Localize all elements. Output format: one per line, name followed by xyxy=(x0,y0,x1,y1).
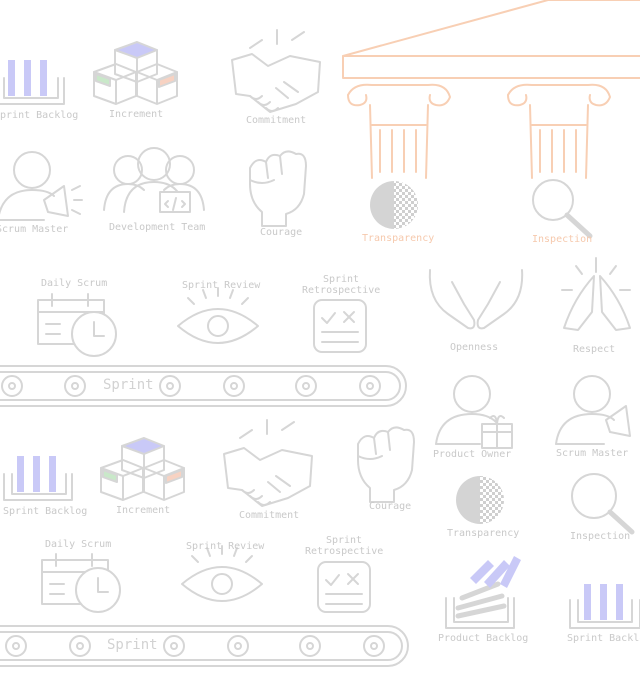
label-product-backlog: Product Backlog xyxy=(438,633,529,644)
label-courage: Courage xyxy=(260,227,303,238)
sprint-backlog-icon xyxy=(569,599,640,629)
increment-icon xyxy=(100,437,185,501)
retrospective-board-icon xyxy=(313,299,367,353)
open-hands-icon xyxy=(428,269,524,330)
label-respect: Respect xyxy=(573,344,616,355)
label-openness: Openness xyxy=(450,342,499,353)
label-increment: Increment xyxy=(116,505,171,516)
label-sprint: Sprint xyxy=(107,637,158,653)
label-sprint: Sprint xyxy=(103,377,154,393)
product-backlog-icon xyxy=(445,581,515,629)
label-scrum-master: Scrum Master xyxy=(556,448,629,459)
label-daily-scrum: Daily Scrum xyxy=(45,539,112,550)
praying-hands-icon xyxy=(561,257,631,331)
sprint-belt-icon xyxy=(0,365,407,407)
magnifier-icon xyxy=(532,179,593,239)
pillar-temple-icon xyxy=(342,0,640,179)
daily-scrum-icon xyxy=(41,553,121,613)
label-transparency: Transparency xyxy=(447,528,520,539)
daily-scrum-icon xyxy=(37,293,117,357)
label-daily-scrum: Daily Scrum xyxy=(41,278,108,289)
magnifier-icon xyxy=(571,473,635,535)
label-sprint-retrospective: Sprint Retrospective xyxy=(305,535,384,557)
label-inspection: Inspection xyxy=(570,531,631,542)
label-sprint-review: Sprint Review xyxy=(186,541,265,552)
label-commitment: Commitment xyxy=(246,115,307,126)
product-owner-icon xyxy=(435,375,513,449)
label-sprint-retrospective: Sprint Retrospective xyxy=(302,274,381,296)
sprint-backlog-icon xyxy=(3,473,73,501)
transparency-icon xyxy=(370,181,418,229)
label-sprint-backlog: Sprint Backlog xyxy=(0,110,79,121)
handshake-icon xyxy=(223,419,313,507)
label-sprint-backlog: Sprint Backlog xyxy=(567,633,640,644)
sprint-belt-icon xyxy=(0,625,409,667)
label-transparency: Transparency xyxy=(362,233,435,244)
eye-icon xyxy=(181,545,263,602)
label-product-owner: Product Owner xyxy=(433,449,512,460)
eye-icon xyxy=(177,287,259,344)
development-team-icon xyxy=(103,147,205,213)
label-increment: Increment xyxy=(109,109,164,120)
label-inspection: Inspection xyxy=(532,234,593,245)
fist-icon xyxy=(357,426,415,503)
label-commitment: Commitment xyxy=(239,510,300,521)
label-scrum-master: Scrum Master xyxy=(0,224,69,235)
sprint-backlog-icon xyxy=(0,77,65,105)
label-sprint-review: Sprint Review xyxy=(182,280,261,291)
fist-icon xyxy=(249,150,307,227)
label-development-team: Development Team xyxy=(109,222,206,233)
scrum-master-icon xyxy=(0,151,83,221)
transparency-icon xyxy=(456,476,504,524)
handshake-icon xyxy=(231,29,321,113)
label-courage: Courage xyxy=(369,501,412,512)
increment-icon xyxy=(93,41,178,105)
scrum-master-icon xyxy=(555,375,631,445)
label-sprint-backlog: Sprint Backlog xyxy=(3,506,88,517)
retrospective-board-icon xyxy=(317,561,371,613)
